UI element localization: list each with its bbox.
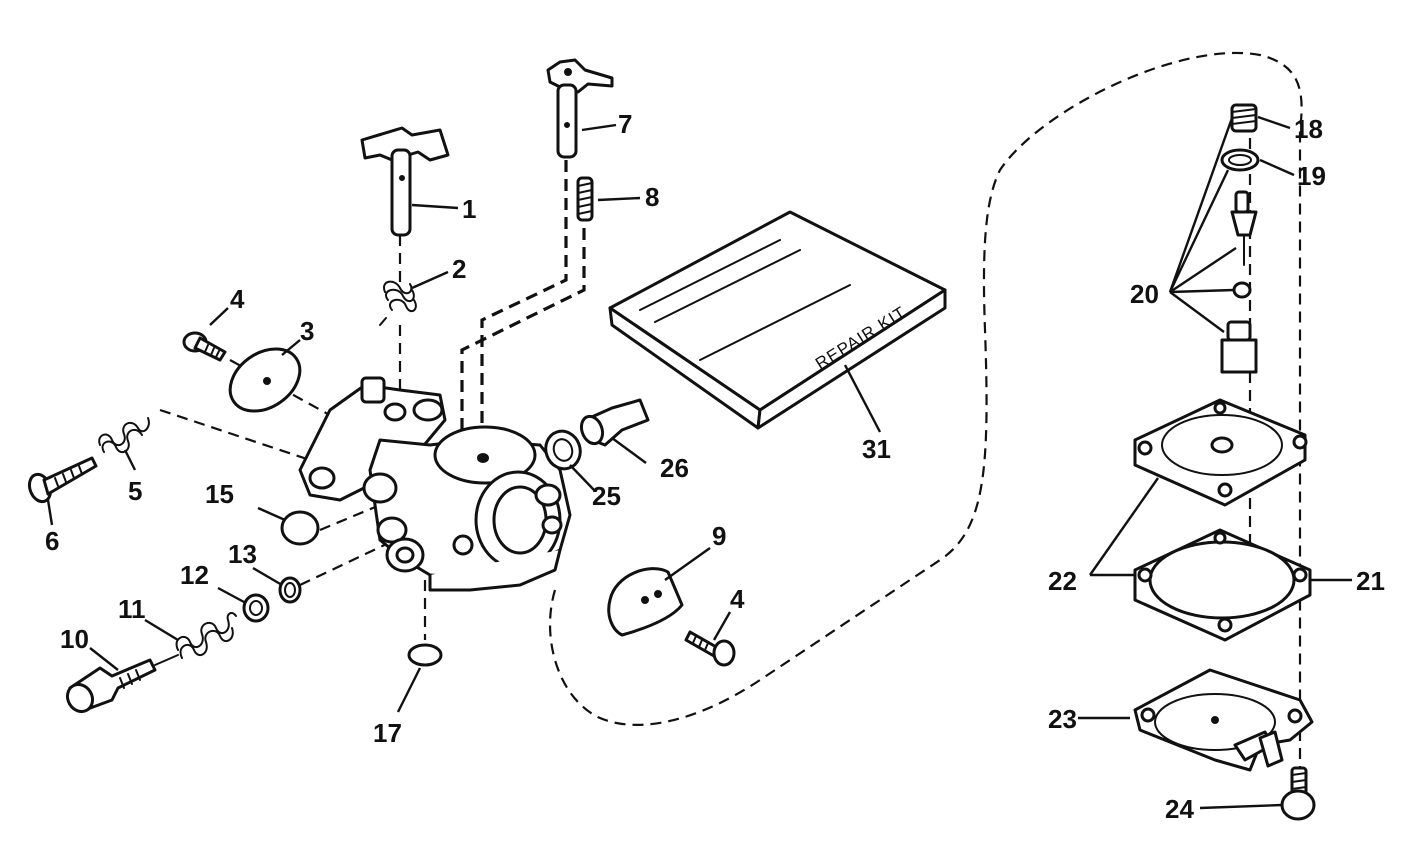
repair-kit-boundary <box>548 51 1303 726</box>
callout-4-right: 4 <box>730 584 745 614</box>
callout-21: 21 <box>1356 566 1385 596</box>
callout-13: 13 <box>228 539 257 569</box>
callout-19: 19 <box>1297 161 1326 191</box>
inlet-seat-gasket-part <box>1232 281 1252 299</box>
throttle-plate-screw-part <box>182 331 227 362</box>
throttle-spring-part <box>379 280 417 326</box>
diaphragm-gasket-part <box>1133 528 1312 642</box>
callout-3: 3 <box>300 316 314 346</box>
leader-lines <box>46 115 1352 810</box>
callout-4-top: 4 <box>230 284 245 314</box>
callout-20: 20 <box>1130 279 1159 309</box>
needle-valve-part <box>65 654 179 714</box>
callout-15: 15 <box>205 479 234 509</box>
throttle-plate-part <box>228 347 302 413</box>
throttle-shaft-part <box>360 126 450 237</box>
o-ring-part <box>278 576 302 604</box>
inlet-fitting-part <box>579 398 650 447</box>
callout-25: 25 <box>592 481 621 511</box>
choke-plate-part <box>607 567 684 637</box>
diaphragm-cover-part <box>1133 668 1314 772</box>
repair-kit-box-part: REPAIR KIT <box>608 210 947 430</box>
callout-6: 6 <box>45 526 59 556</box>
callout-7: 7 <box>618 109 632 139</box>
choke-shaft-part <box>546 58 614 159</box>
callout-5: 5 <box>128 476 142 506</box>
callout-31: 31 <box>862 434 891 464</box>
needle-spring-part <box>175 612 237 659</box>
callout-23: 23 <box>1048 704 1077 734</box>
idle-spring-part <box>98 417 150 454</box>
choke-spring-part <box>576 176 594 222</box>
callout-10: 10 <box>60 624 89 654</box>
inlet-needle-part <box>1230 190 1258 266</box>
callout-labels: 1 2 3 4 5 6 7 8 9 4 10 11 12 13 15 17 18… <box>45 109 1385 824</box>
callout-17: 17 <box>373 718 402 748</box>
callout-26: 26 <box>660 453 689 483</box>
callout-1: 1 <box>462 194 476 224</box>
plug-part <box>407 643 443 667</box>
callout-8: 8 <box>645 182 659 212</box>
inlet-ring-part <box>544 429 582 471</box>
diaphragm-part <box>1133 398 1308 507</box>
choke-plate-screw-part <box>684 630 736 667</box>
callout-12: 12 <box>180 560 209 590</box>
callout-22: 22 <box>1048 566 1077 596</box>
idle-screw-part <box>27 456 98 504</box>
washer-part <box>242 593 270 623</box>
inlet-seat-part <box>1220 320 1258 374</box>
carburetor-body-part <box>298 376 572 592</box>
callout-2: 2 <box>452 254 466 284</box>
cover-screw-part <box>1280 766 1316 821</box>
callout-24: 24 <box>1165 794 1194 824</box>
callout-11: 11 <box>118 594 146 624</box>
welch-plug-part <box>280 510 320 546</box>
callout-9: 9 <box>712 521 726 551</box>
gasket-19-part <box>1220 148 1260 172</box>
needle-spring-18-part <box>1230 103 1258 133</box>
callout-18: 18 <box>1294 114 1323 144</box>
